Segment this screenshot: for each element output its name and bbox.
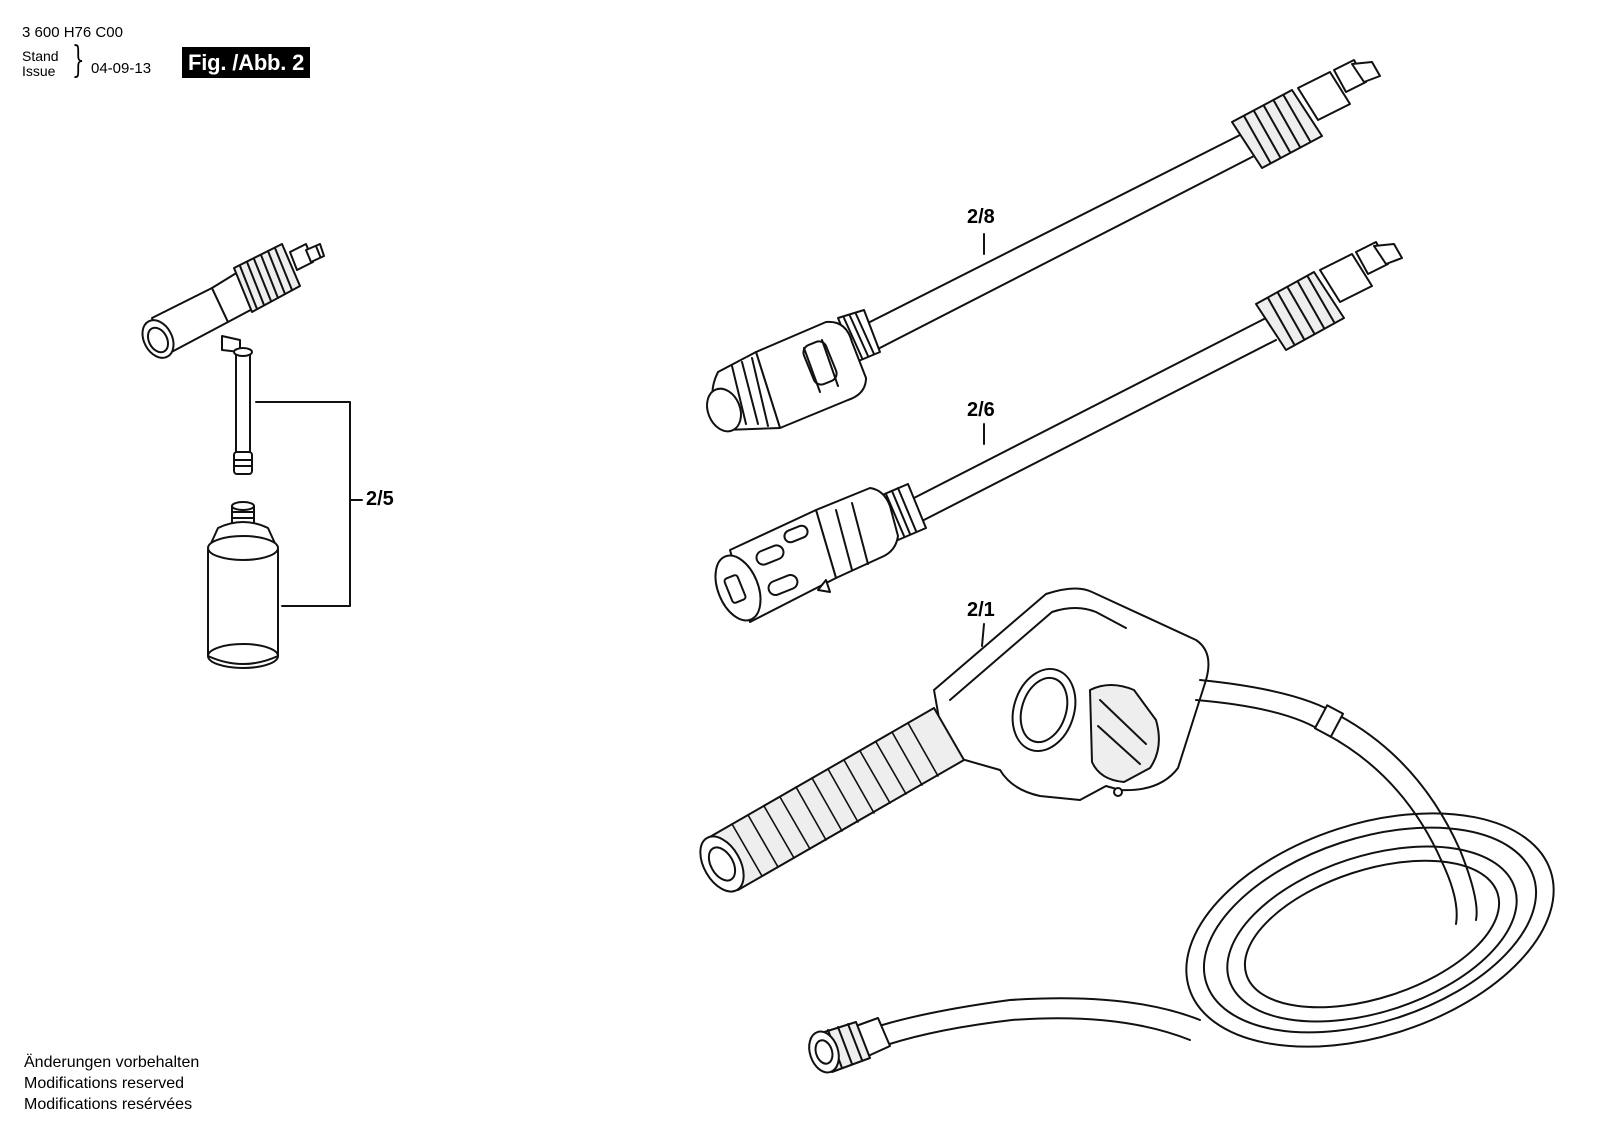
barrel-ribs — [731, 722, 939, 877]
foam-nozzle-assembly — [141, 243, 325, 475]
vario-lance — [714, 241, 1403, 623]
footer-line-de: Änderungen vorbehalten — [24, 1054, 200, 1071]
issue-label: Issue — [22, 63, 56, 79]
detergent-bottle — [207, 501, 279, 669]
stand-label: Stand — [22, 48, 59, 64]
high-pressure-hose — [808, 679, 1555, 1074]
stand-issue-labels: Stand Issue — [22, 49, 59, 79]
leader-2-1 — [981, 623, 985, 647]
brace-glyph: } — [72, 40, 85, 81]
footer-notice: Änderungen vorbehalten Modifications res… — [24, 1052, 199, 1115]
trigger-gun — [699, 587, 1210, 893]
callout-2-8: 2/8 — [967, 206, 995, 228]
figure-badge: Fig. /Abb. 2 — [182, 47, 311, 78]
callout-2-1: 2/1 — [967, 599, 995, 621]
footer-line-en: Modifications reserved — [24, 1075, 185, 1092]
callout-bracket-2-5 — [255, 401, 363, 607]
issue-date: 04-09-13 — [91, 60, 152, 77]
document-code: 3 600 H76 C00 — [22, 24, 123, 41]
callout-2-6: 2/6 — [967, 399, 995, 421]
callout-2-5: 2/5 — [366, 488, 394, 510]
footer-line-fr: Modifications resérvées — [24, 1096, 193, 1113]
rotary-lance — [706, 59, 1381, 433]
